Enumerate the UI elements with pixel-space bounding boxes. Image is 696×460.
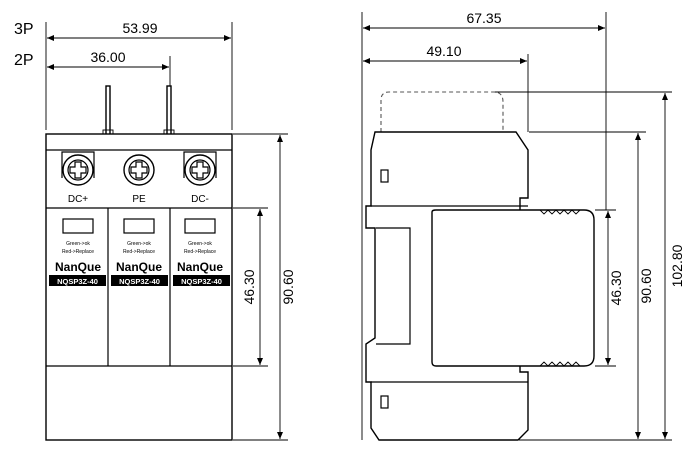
dim-width-3p: 53.99	[45, 20, 233, 130]
model-label: NQSP3Z-40	[119, 277, 160, 286]
dim-label-overall-height: 102.80	[669, 244, 685, 287]
module-2: Green->ok Red->Replace NanQue NQSP3Z-40	[111, 218, 168, 286]
dim-module-height: 46.30	[595, 209, 624, 367]
dim-label-window-height: 46.30	[241, 269, 257, 304]
hidden-terminal-outline	[380, 91, 504, 132]
dim-window-height: 46.30	[233, 207, 268, 367]
terminal-screw-dc-minus: DC-	[183, 151, 217, 205]
plug-in-module-side	[431, 209, 595, 367]
dim-label-width-2p: 36.00	[90, 49, 125, 65]
model-badge	[49, 275, 106, 286]
status-line-2: Red->Replace	[184, 249, 216, 255]
dim-label-module-height: 46.30	[608, 270, 624, 305]
dim-depth-module: 49.10	[363, 43, 529, 132]
front-view: 3P 2P 53.99 36.00	[14, 20, 296, 441]
brand-label: NanQue	[177, 260, 223, 274]
terminal-label: DC+	[68, 194, 88, 205]
model-badge	[173, 275, 230, 286]
module-3: Green->ok Red->Replace NanQue NQSP3Z-40	[173, 218, 230, 286]
model-badge	[111, 275, 168, 286]
status-line-1: Green->ok	[127, 241, 151, 247]
pole-label-2p: 2P	[14, 52, 34, 69]
dim-label-width-3p: 53.99	[122, 20, 157, 36]
pole-label-3p: 3P	[14, 21, 34, 38]
dim-body-height: 90.60	[233, 133, 296, 441]
terminal-screw-dc-plus: DC+	[61, 151, 95, 205]
dim-side-body-height: 90.60	[519, 131, 672, 441]
brand-label: NanQue	[116, 260, 162, 274]
model-label: NQSP3Z-40	[181, 277, 222, 286]
dim-overall-height: 102.80	[495, 91, 685, 439]
status-window	[184, 218, 216, 234]
model-label: NQSP3Z-40	[57, 277, 98, 286]
status-line-1: Green->ok	[66, 241, 90, 247]
status-window	[62, 218, 94, 234]
latch-bottom	[380, 395, 389, 409]
dim-depth-total: 67.35	[361, 10, 607, 440]
dim-label-depth-module: 49.10	[426, 43, 461, 59]
terminal-label: DC-	[191, 194, 209, 205]
terminal-screw-pe: PE	[123, 154, 155, 205]
brand-label: NanQue	[55, 260, 101, 274]
dim-label-depth-total: 67.35	[466, 10, 501, 26]
terminal-label: PE	[132, 194, 146, 205]
status-line-2: Red->Replace	[62, 249, 94, 255]
connection-pins	[102, 85, 175, 141]
dim-label-side-body-height: 90.60	[638, 268, 654, 303]
dim-label-body-height: 90.60	[280, 269, 296, 304]
latch-top	[380, 169, 389, 183]
status-line-2: Red->Replace	[123, 249, 155, 255]
side-view: 67.35 49.10 46.30	[361, 10, 685, 441]
module-1: Green->ok Red->Replace NanQue NQSP3Z-40	[49, 218, 106, 286]
status-window	[123, 218, 155, 234]
status-line-1: Green->ok	[188, 241, 212, 247]
